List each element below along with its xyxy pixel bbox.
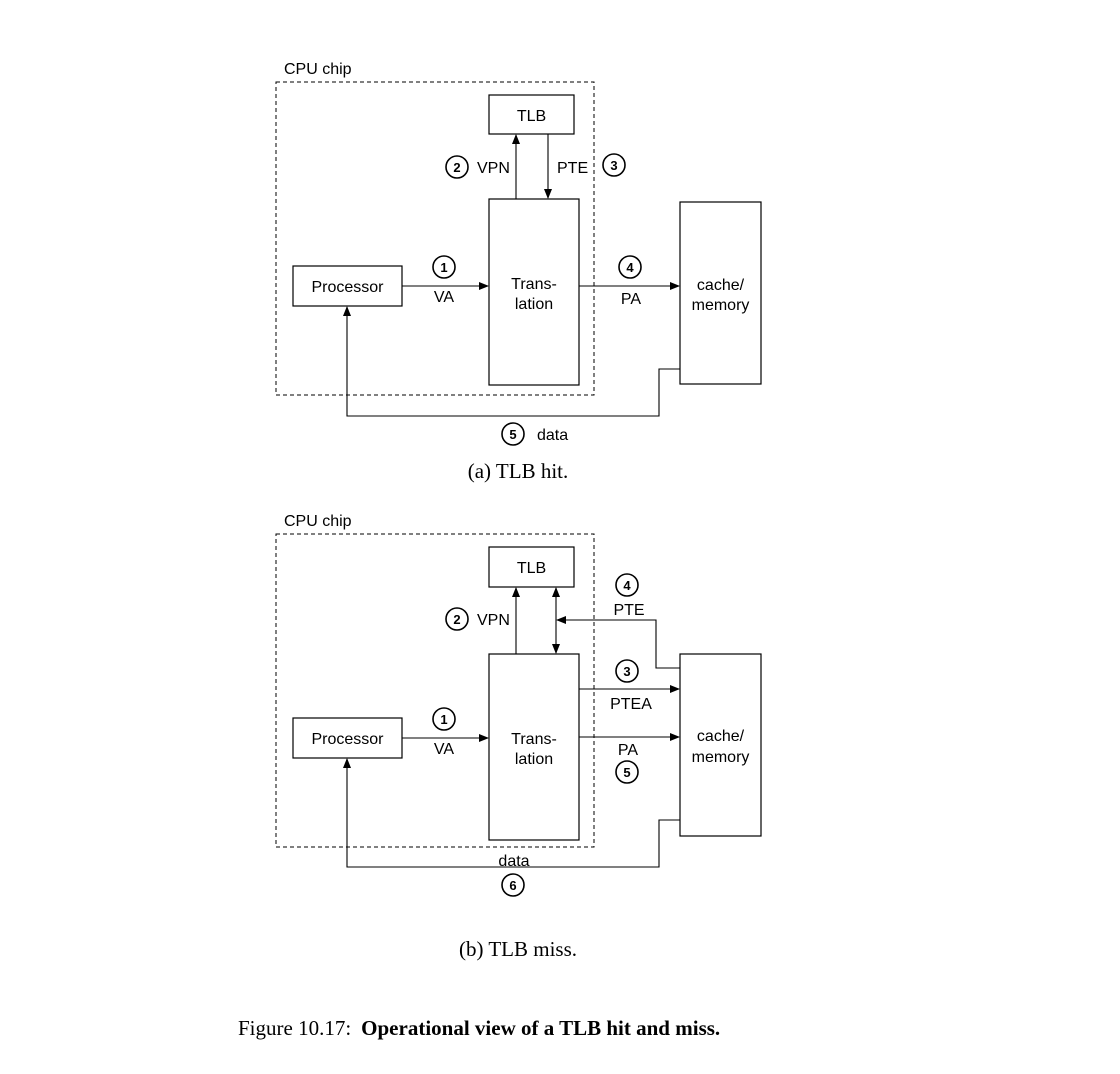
- step-marker-3: [615, 659, 639, 683]
- step-number-4: 4: [626, 260, 634, 275]
- arrow-data: [343, 306, 680, 417]
- caption-tlb-miss: (b) TLB miss.: [459, 937, 577, 961]
- figure-title: Operational view of a TLB hit and miss.: [361, 1016, 720, 1040]
- data-label: data: [537, 427, 568, 444]
- tlb-box: [488, 546, 575, 588]
- pa-label: PA: [618, 742, 638, 759]
- step-number-2: 2: [453, 160, 460, 175]
- pte-label: PTE: [557, 160, 588, 177]
- cache-memory-box: [679, 201, 762, 385]
- step-number-4: 4: [623, 578, 631, 593]
- processor-label: Processor: [311, 731, 384, 748]
- figure-number: Figure 10.17:: [238, 1016, 351, 1040]
- translation-label-2: lation: [515, 751, 553, 768]
- translation-box: [488, 653, 580, 841]
- tlb-box: [488, 94, 575, 135]
- step-number-2: 2: [453, 612, 460, 627]
- step-marker-1: [432, 255, 456, 279]
- step-marker-2: [445, 155, 469, 179]
- cache-label-1: cache/: [697, 728, 745, 745]
- diagram-tlb-hit: CPU chip TLB Processor Trans- lation cac…: [275, 61, 762, 483]
- translation-label-1: Trans-: [511, 276, 557, 293]
- processor-box: [292, 265, 403, 307]
- step-marker-5: [615, 760, 639, 784]
- cache-label-2: memory: [692, 297, 750, 314]
- figure-caption: Figure 10.17: Operational view of a TLB …: [238, 1016, 720, 1040]
- translation-box: [488, 198, 580, 386]
- step-marker-6: [501, 873, 525, 897]
- step-marker-1: [432, 707, 456, 731]
- step-marker-3: [602, 153, 626, 177]
- arrow-data: [343, 758, 680, 868]
- cache-label-1: cache/: [697, 277, 745, 294]
- data-label: data: [498, 853, 529, 870]
- step-number-5: 5: [509, 427, 516, 442]
- caption-tlb-hit: (a) TLB hit.: [468, 459, 569, 483]
- pte-label: PTE: [613, 602, 644, 619]
- vpn-label: VPN: [477, 612, 510, 629]
- step-marker-2: [445, 607, 469, 631]
- translation-label-1: Trans-: [511, 731, 557, 748]
- cache-memory-box: [679, 653, 762, 837]
- ptea-label: PTEA: [610, 696, 652, 713]
- cpu-chip-label: CPU chip: [284, 513, 352, 530]
- step-number-1: 1: [440, 712, 447, 727]
- step-marker-5: [501, 422, 525, 446]
- tlb-label: TLB: [517, 560, 546, 577]
- processor-label: Processor: [311, 279, 384, 296]
- pa-label: PA: [621, 291, 641, 308]
- step-marker-4: [618, 255, 642, 279]
- step-number-3: 3: [610, 158, 617, 173]
- cache-label-2: memory: [692, 749, 750, 766]
- step-number-6: 6: [509, 878, 516, 893]
- vpn-label: VPN: [477, 160, 510, 177]
- diagram-tlb-miss: CPU chip TLB Processor Trans- lation cac…: [275, 513, 762, 961]
- cpu-chip-label: CPU chip: [284, 61, 352, 78]
- arrow-pte: [556, 616, 680, 669]
- step-marker-4: [615, 573, 639, 597]
- va-label: VA: [434, 741, 454, 758]
- translation-label-2: lation: [515, 296, 553, 313]
- va-label: VA: [434, 289, 454, 306]
- step-number-5: 5: [623, 765, 630, 780]
- step-number-3: 3: [623, 664, 630, 679]
- tlb-label: TLB: [517, 108, 546, 125]
- step-number-1: 1: [440, 260, 447, 275]
